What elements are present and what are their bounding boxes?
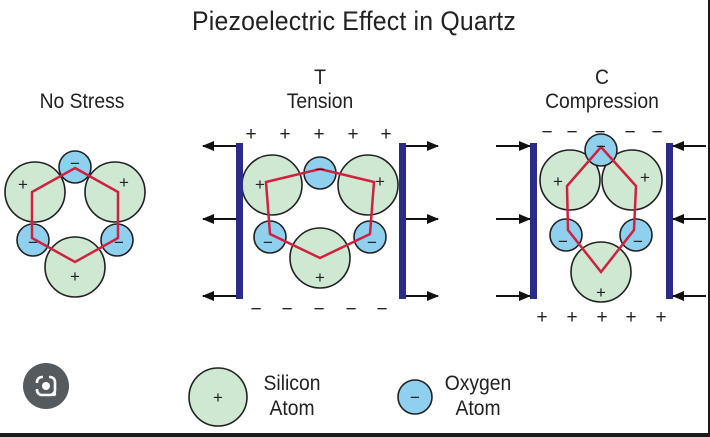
plus-sign: + bbox=[375, 172, 385, 191]
no-stress-heading: No Stress bbox=[39, 90, 125, 113]
tension-molecule bbox=[241, 154, 399, 289]
tension-right-plate bbox=[399, 143, 406, 299]
surface-plus: + bbox=[596, 307, 607, 328]
compression-left-plate bbox=[530, 143, 537, 299]
plus-sign: + bbox=[119, 173, 129, 192]
legend-oxygen-label-line1: Oxygen bbox=[444, 372, 512, 395]
plus-sign: + bbox=[18, 175, 28, 194]
plus-sign: + bbox=[70, 267, 80, 286]
surface-minus: − bbox=[345, 299, 356, 320]
surface-minus: − bbox=[376, 299, 387, 320]
lens-search-button[interactable] bbox=[23, 363, 69, 409]
minus-sign: − bbox=[28, 233, 38, 252]
plus-sign: + bbox=[596, 283, 606, 302]
surface-plus: + bbox=[313, 124, 324, 145]
silicon-atom bbox=[4, 161, 66, 223]
surface-plus: + bbox=[347, 124, 358, 145]
minus-sign: − bbox=[263, 233, 273, 252]
tension-heading: Tension bbox=[286, 90, 354, 113]
surface-minus: − bbox=[541, 122, 552, 143]
silicon-atom bbox=[84, 161, 146, 223]
surface-plus: + bbox=[279, 124, 290, 145]
surface-minus: − bbox=[624, 122, 635, 143]
minus-sign: − bbox=[596, 137, 606, 156]
surface-minus: − bbox=[594, 122, 605, 143]
tension-left-plate bbox=[236, 143, 243, 299]
legend-silicon-label-line1: Silicon bbox=[263, 372, 321, 395]
oxygen-atom bbox=[619, 218, 653, 252]
compression-right-plate bbox=[666, 143, 673, 299]
surface-plus: + bbox=[380, 124, 391, 145]
tension-letter: T bbox=[314, 66, 326, 89]
legend-silicon-atom bbox=[188, 367, 248, 427]
diagram-title: Piezoelectric Effect in Quartz bbox=[192, 6, 516, 36]
surface-minus: − bbox=[313, 299, 324, 320]
compression-molecule bbox=[539, 133, 663, 303]
legend-oxygen-atom bbox=[397, 379, 433, 415]
legend-plus-sign: + bbox=[213, 388, 223, 407]
legend-oxygen-label-line2: Atom bbox=[455, 397, 501, 420]
surface-minus: − bbox=[651, 122, 662, 143]
bond-hexagon bbox=[30, 166, 120, 264]
compression-letter: C bbox=[595, 66, 609, 89]
bond-hexagon bbox=[264, 167, 376, 260]
oxygen-atom bbox=[549, 218, 583, 252]
minus-sign: − bbox=[315, 160, 325, 179]
minus-sign: − bbox=[70, 154, 80, 173]
legend-silicon-label-line2: Atom bbox=[269, 397, 315, 420]
minus-sign: − bbox=[633, 232, 643, 251]
surface-minus: − bbox=[281, 299, 292, 320]
surface-minus: − bbox=[566, 122, 577, 143]
plus-sign: + bbox=[255, 175, 265, 194]
plus-sign: + bbox=[315, 268, 325, 287]
surface-plus: + bbox=[625, 307, 636, 328]
surface-minus: − bbox=[250, 299, 261, 320]
surface-plus: + bbox=[566, 307, 577, 328]
plus-sign: + bbox=[640, 168, 650, 187]
minus-sign: − bbox=[558, 232, 568, 251]
silicon-atom bbox=[44, 236, 106, 298]
silicon-atom bbox=[337, 154, 399, 216]
lens-search-icon bbox=[34, 374, 57, 397]
no-stress-molecule bbox=[4, 150, 146, 298]
surface-plus: + bbox=[536, 307, 547, 328]
tension-arrows bbox=[202, 141, 439, 301]
minus-sign: − bbox=[367, 233, 377, 252]
bond-hexagon bbox=[565, 145, 638, 275]
surface-plus: + bbox=[655, 307, 666, 328]
legend-minus-sign: − bbox=[410, 388, 420, 407]
silicon-atom bbox=[241, 154, 303, 216]
minus-sign: − bbox=[114, 233, 124, 252]
surface-plus: + bbox=[245, 124, 256, 145]
compression-arrows bbox=[496, 141, 706, 301]
plus-sign: + bbox=[553, 172, 563, 191]
compression-heading: Compression bbox=[545, 90, 659, 113]
charge-symbols: + + + − − − + + + − − − + + + − − − + + … bbox=[18, 122, 667, 407]
